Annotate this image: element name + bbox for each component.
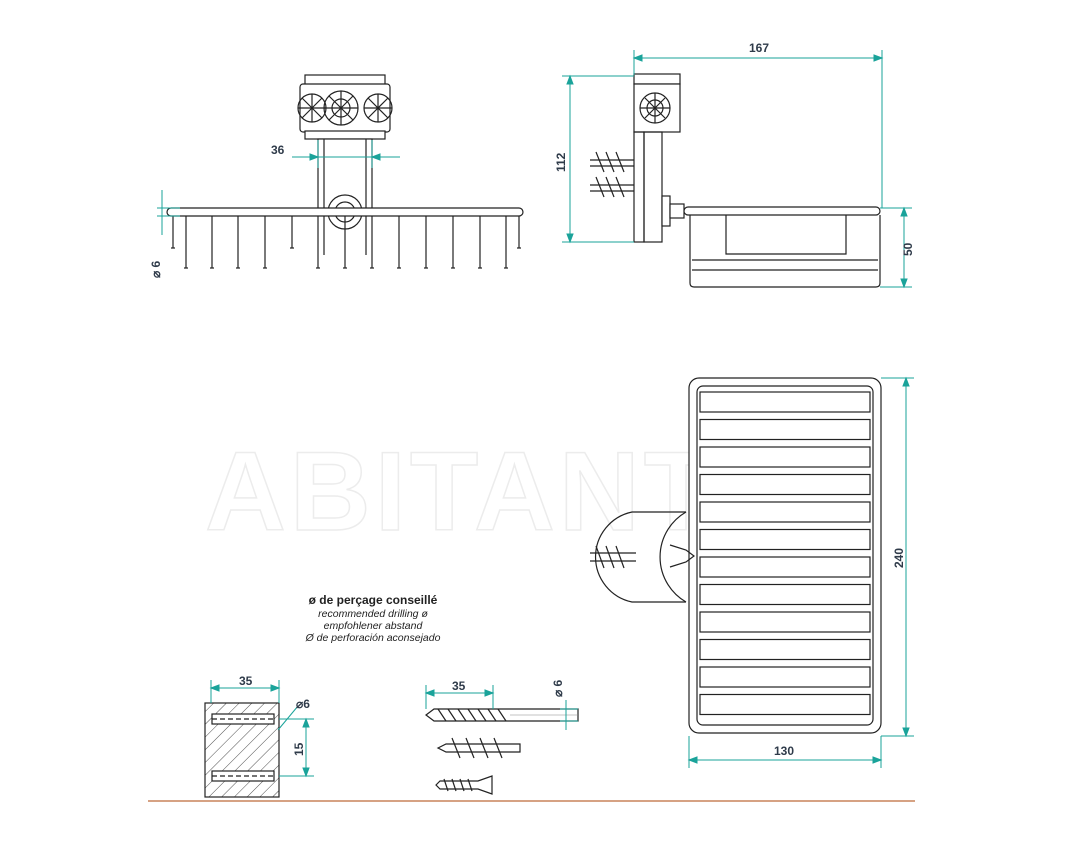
decorative-rosette-icon	[297, 90, 393, 126]
basket-slat	[699, 391, 871, 413]
note-de: empfohlener abstand	[324, 620, 424, 632]
top-dimensions	[687, 376, 914, 768]
screw-icon	[435, 775, 493, 795]
basket-slat	[699, 528, 871, 551]
wall-block-dimensions	[209, 680, 314, 778]
watermark-text: ABITANT	[205, 429, 716, 554]
wall-anchor-icon	[590, 151, 634, 198]
basket-slat	[699, 583, 871, 606]
dimension-dia-6-block: ⌀6	[296, 697, 310, 711]
wall-anchor-top-icon	[590, 545, 636, 569]
basket-slat	[699, 446, 871, 468]
front-view	[166, 74, 524, 269]
dimension-dia-6-drill: ⌀ 6	[551, 679, 565, 697]
side-dimensions	[562, 50, 912, 289]
basket-slat	[699, 418, 871, 441]
drill-dimensions	[424, 685, 578, 730]
wall-plug-icon	[436, 737, 521, 759]
wall-block-section	[204, 702, 280, 798]
dimension-240: 240	[892, 548, 906, 568]
basket-slat	[699, 666, 871, 688]
basket-slat	[699, 501, 871, 523]
dimension-35-block: 35	[239, 674, 253, 688]
basket-wires	[171, 216, 521, 269]
note-en: recommended drilling ø	[318, 608, 428, 620]
basket-slats	[699, 391, 871, 716]
note-es: Ø de perforación aconsejado	[305, 632, 441, 644]
side-view	[590, 73, 881, 288]
drill-bit-icon	[425, 708, 579, 722]
note-title-fr: ø de perçage conseillé	[309, 593, 438, 607]
dimension-50: 50	[901, 242, 915, 256]
dimension-36: 36	[271, 143, 285, 157]
dimension-15: 15	[292, 742, 306, 756]
basket-slat	[699, 473, 871, 496]
basket-slat	[699, 638, 871, 661]
basket-slat	[699, 611, 871, 633]
dimension-35-drill: 35	[452, 679, 466, 693]
basket-slat	[699, 693, 871, 716]
decorative-rosette-side-icon	[639, 92, 671, 124]
front-dimensions	[157, 140, 400, 235]
dimension-112: 112	[554, 152, 568, 172]
dimension-dia-6-front: ⌀ 6	[149, 260, 163, 278]
dimension-130: 130	[774, 744, 794, 758]
basket-slat	[699, 556, 871, 578]
dimension-167: 167	[749, 41, 769, 55]
top-view	[590, 377, 882, 734]
